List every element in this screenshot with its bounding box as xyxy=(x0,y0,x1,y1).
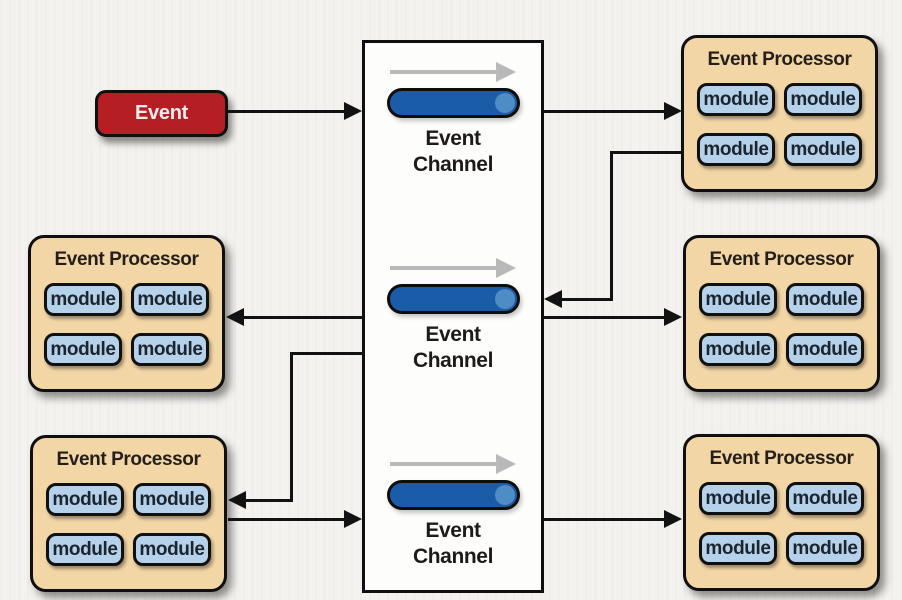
connector-segment xyxy=(290,352,364,355)
channel-pipe-highlight xyxy=(494,485,515,505)
flow-arrow-head xyxy=(496,258,516,278)
channel-pipe-highlight xyxy=(494,93,515,113)
arrowhead-right-icon xyxy=(664,102,682,120)
flow-arrow-shaft xyxy=(390,266,498,270)
module-box: module xyxy=(784,133,862,166)
channel-label: Event Channel xyxy=(412,127,494,176)
arrowhead-right-icon xyxy=(344,102,362,120)
channel-label: Event Channel xyxy=(412,519,494,568)
processor-title: Event Processor xyxy=(707,49,852,70)
connector-segment xyxy=(228,110,344,113)
event-label: Event xyxy=(135,102,188,124)
connector-segment xyxy=(544,518,664,521)
event-channel-3: Event Channel xyxy=(365,454,541,570)
module-box: module xyxy=(133,533,211,566)
event-channel-1: Event Channel xyxy=(365,62,541,178)
module-box: module xyxy=(699,532,777,565)
module-box: module xyxy=(699,482,777,515)
module-box: module xyxy=(131,283,209,316)
event-channel-2: Event Channel xyxy=(365,258,541,374)
arrowhead-left-icon xyxy=(228,491,246,509)
flow-direction-arrow-icon xyxy=(390,258,516,278)
channel-pipe-highlight xyxy=(494,289,515,309)
arrowhead-right-icon xyxy=(664,308,682,326)
module-box: module xyxy=(46,533,124,566)
channel-pipe xyxy=(386,480,520,510)
module-box: module xyxy=(44,333,122,366)
processor-title: Event Processor xyxy=(54,249,199,270)
connector-segment xyxy=(544,316,664,319)
module-grid: module module module module xyxy=(33,471,224,566)
flow-direction-arrow-icon xyxy=(390,62,516,82)
event-processor-left-bottom: Event Processor module module module mod… xyxy=(30,435,227,592)
module-box: module xyxy=(699,283,777,316)
arrowhead-right-icon xyxy=(344,510,362,528)
module-box: module xyxy=(786,283,864,316)
module-box: module xyxy=(133,483,211,516)
module-grid: module module module module xyxy=(686,271,877,366)
module-box: module xyxy=(131,333,209,366)
processor-title: Event Processor xyxy=(709,249,854,270)
connector-segment xyxy=(246,499,292,502)
module-box: module xyxy=(697,83,775,116)
flow-arrow-head xyxy=(496,62,516,82)
module-box: module xyxy=(44,283,122,316)
connector-segment xyxy=(544,110,664,113)
module-box: module xyxy=(699,333,777,366)
event-processor-right-top: Event Processor module module module mod… xyxy=(681,35,878,192)
channel-pipe xyxy=(386,88,520,118)
connector-segment xyxy=(290,352,293,502)
flow-arrow-shaft xyxy=(390,462,498,466)
module-box: module xyxy=(786,333,864,366)
event-processor-right-middle: Event Processor module module module mod… xyxy=(683,235,880,392)
module-grid: module module module module xyxy=(684,71,875,166)
channel-label: Event Channel xyxy=(412,323,494,372)
event-processor-right-bottom: Event Processor module module module mod… xyxy=(683,434,880,591)
event-box: Event xyxy=(95,90,228,137)
connector-segment xyxy=(610,151,613,301)
channel-pipe xyxy=(386,284,520,314)
module-box: module xyxy=(697,133,775,166)
module-box: module xyxy=(784,83,862,116)
connector-segment xyxy=(228,518,346,521)
module-grid: module module module module xyxy=(31,271,222,366)
connector-segment xyxy=(244,316,364,319)
connector-segment xyxy=(610,151,683,154)
arrowhead-left-icon xyxy=(544,290,562,308)
flow-arrow-shaft xyxy=(390,70,498,74)
connector-segment xyxy=(562,298,613,301)
module-box: module xyxy=(786,532,864,565)
event-processor-left-middle: Event Processor module module module mod… xyxy=(28,235,225,392)
flow-direction-arrow-icon xyxy=(390,454,516,474)
module-box: module xyxy=(46,483,124,516)
processor-title: Event Processor xyxy=(709,448,854,469)
flow-arrow-head xyxy=(496,454,516,474)
arrowhead-left-icon xyxy=(226,308,244,326)
processor-title: Event Processor xyxy=(56,449,201,470)
module-grid: module module module module xyxy=(686,470,877,565)
module-box: module xyxy=(786,482,864,515)
event-channel-container: Event Channel Event Channel Event Channe… xyxy=(362,40,544,593)
arrowhead-right-icon xyxy=(664,510,682,528)
